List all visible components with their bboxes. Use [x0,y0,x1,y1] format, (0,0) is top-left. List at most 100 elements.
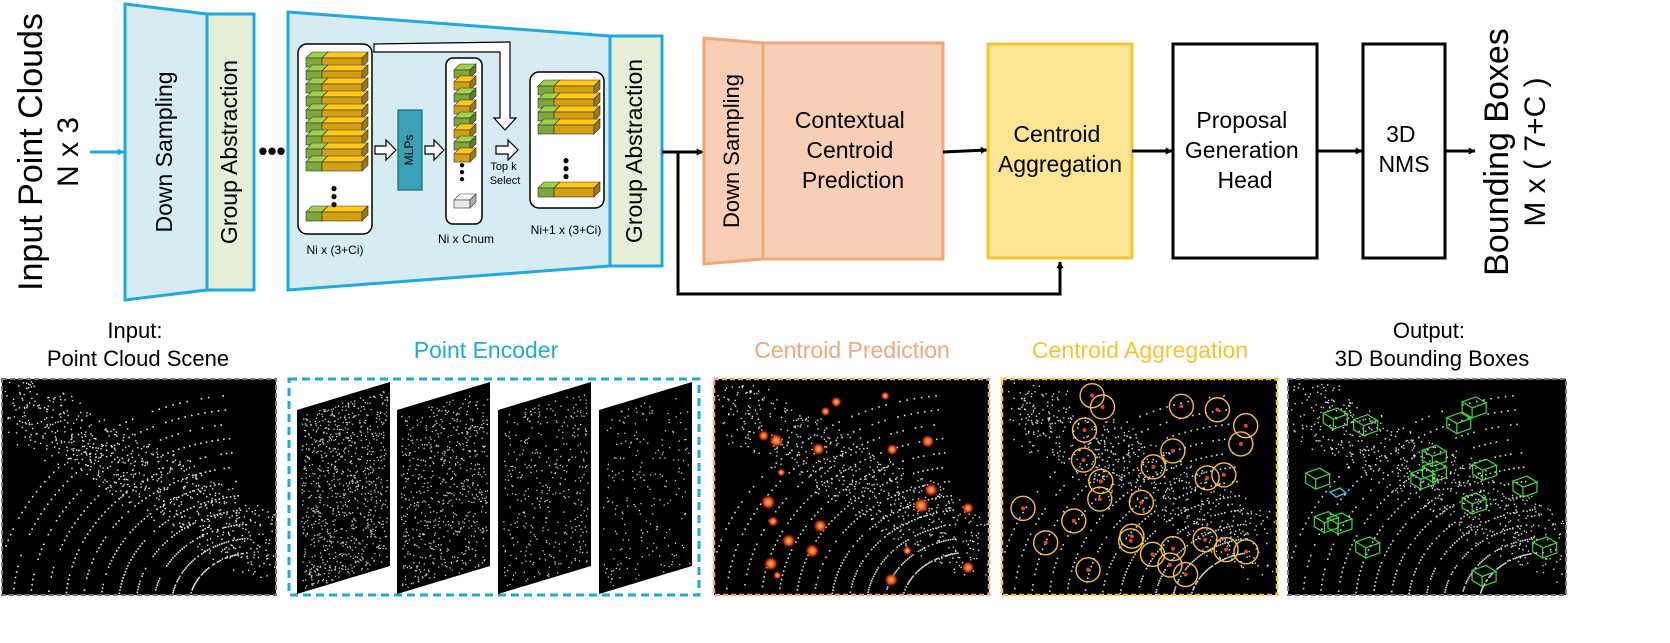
lidar-point [1088,573,1090,575]
encoder-point-1 [450,567,451,568]
scene-point [19,392,20,393]
scene-point [137,447,138,448]
encoder-point-1 [415,483,416,484]
lidar-point [772,548,774,550]
lidar-point [1186,567,1188,569]
lidar-point [84,446,86,448]
encoder-point-2 [507,421,508,422]
scene-point [747,410,748,411]
centroid-blob [768,516,779,527]
encoder-layer-2 [397,382,490,594]
scene-point [732,442,733,443]
encoder-point-2 [546,462,547,463]
panel-centroid-aggregation-image [1002,379,1277,595]
encoder-point-2 [512,470,513,471]
scene-point [99,465,100,466]
lidar-point [848,526,850,528]
encoder-point-0 [337,479,338,480]
encoder-point-2 [542,486,543,487]
encoder-point-2 [535,453,536,454]
encoder-point-0 [379,541,380,542]
scene-point [172,523,173,524]
scene-point [157,461,158,462]
encoder-point-0 [302,445,303,446]
panel-centroid-aggregation [1002,379,1277,595]
lidar-point [733,555,735,557]
scene-point [143,446,144,447]
encoder-point-3 [634,488,635,489]
encoder-point-0 [304,554,305,555]
ccp-line-1: Contextual [795,107,905,133]
scene-point [818,460,819,461]
lidar-point [783,570,785,572]
encoder-point-0 [374,396,375,397]
encoder-point-1 [420,556,421,557]
feature-bar-gold-9-top [322,206,368,212]
lidar-point [220,424,222,426]
encoder-point-1 [467,515,468,516]
encoder-point-0 [357,561,358,562]
scene-point [119,444,120,445]
scene-point [152,454,153,455]
scene-point [206,496,207,497]
encoder-point-1 [408,434,409,435]
lidar-point [1159,580,1161,582]
lidar-point [1157,584,1159,586]
lidar-point [1115,553,1117,555]
encoder-point-2 [534,408,535,409]
encoder-point-0 [322,416,323,417]
encoder-point-0 [361,556,362,557]
encoder-point-0 [315,571,316,572]
scene-point [76,459,77,460]
encoder-point-0 [320,439,321,440]
lidar-point [174,534,176,536]
encoder-point-1 [436,512,437,513]
lidar-point [36,491,38,493]
encoder-point-1 [474,536,475,537]
encoder-point-2 [556,463,557,464]
lidar-point [213,546,215,548]
scene-point [25,436,26,437]
scene-point [973,549,974,550]
scene-point [898,538,899,539]
scene-point [939,536,940,537]
lidar-point [1224,558,1226,560]
lidar-point [171,420,173,422]
lidar-point [811,495,813,497]
scene-point [189,467,190,468]
encoder-point-1 [413,497,414,498]
scene-point [76,455,77,456]
lidar-point [936,439,938,441]
lidar-point [1106,573,1108,575]
encoder-point-2 [510,473,511,474]
lidar-point [104,511,106,513]
encoder-point-0 [365,565,366,566]
scene-point [896,477,897,478]
lidar-point [95,522,97,524]
panel-title-input: Input: Point Cloud Scene [47,318,229,371]
lidar-point [1125,514,1127,516]
encoder-point-2 [573,544,574,545]
lidar-point [1042,549,1044,551]
encoder-point-1 [428,407,429,408]
scene-point [955,539,956,540]
encoder-point-1 [461,552,462,553]
scene-point [228,533,229,534]
scene-point [854,486,855,487]
lidar-point [208,397,210,399]
lidar-point [171,435,173,437]
lidar-point [879,437,881,439]
encoder-point-1 [459,408,460,409]
encoder-point-2 [584,510,585,511]
encoder-point-3 [652,551,653,552]
encoder-point-1 [409,452,410,453]
encoder-point-1 [433,463,434,464]
encoder-point-0 [342,409,343,410]
encoder-point-0 [331,480,332,481]
encoder-point-0 [384,530,385,531]
encoder-point-3 [653,498,654,499]
encoder-point-1 [415,570,416,571]
lidar-point [190,542,192,544]
scene-point [811,443,812,444]
encoder-point-0 [339,554,340,555]
